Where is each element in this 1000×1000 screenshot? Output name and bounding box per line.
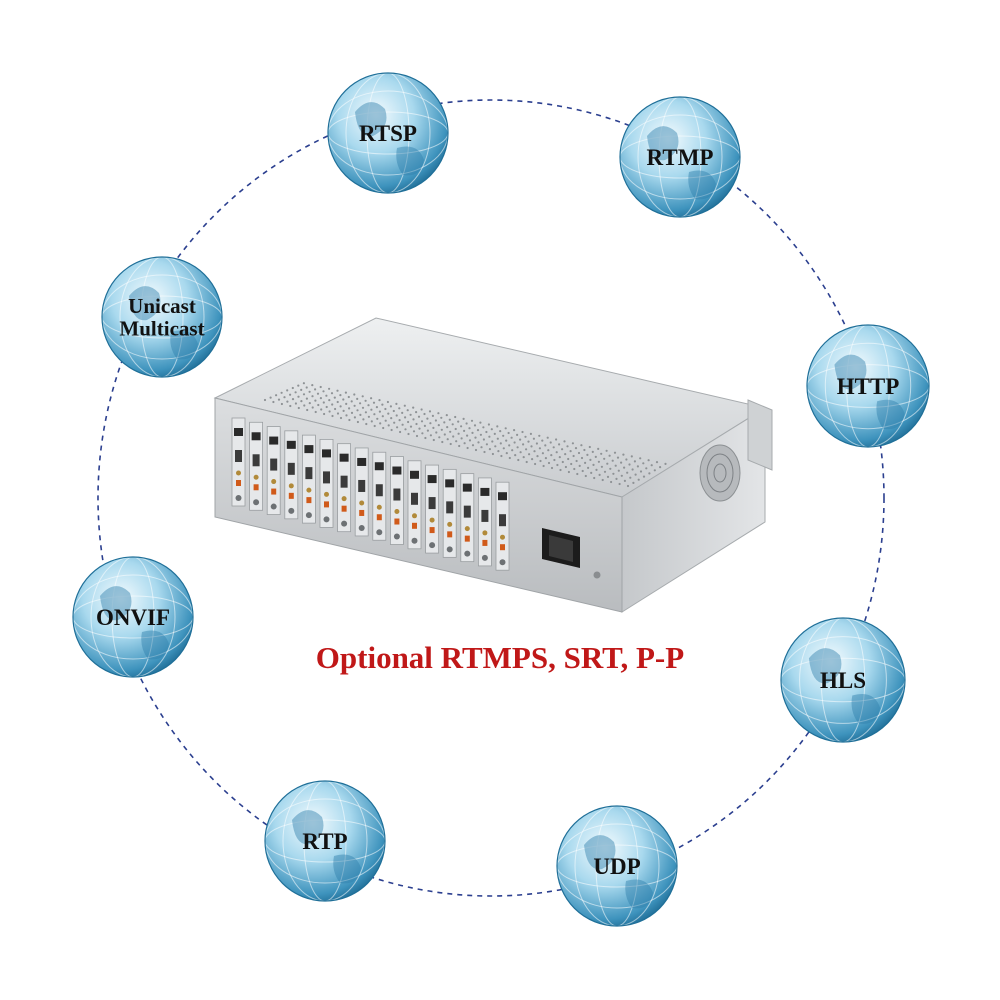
card-slot (495, 481, 510, 571)
globe-label-rtp: RTP (302, 829, 347, 854)
card-slot (266, 426, 281, 515)
card-slot (460, 473, 475, 563)
card-slot (249, 421, 264, 511)
card-slots (231, 417, 510, 571)
card-slot (407, 460, 422, 550)
globe-onvif: ONVIF (72, 556, 194, 678)
card-slot (477, 477, 492, 567)
globe-icon (72, 556, 194, 678)
globe-http: HTTP (806, 324, 930, 448)
card-slot (442, 468, 457, 558)
card-slot (425, 464, 440, 554)
card-slot (231, 417, 246, 507)
card-slot (372, 451, 387, 541)
globe-icon (780, 617, 906, 743)
globe-icon (806, 324, 930, 448)
encoder-chassis-icon (213, 317, 773, 613)
globe-rtp: RTP (264, 780, 386, 902)
globe-label-rtsp: RTSP (359, 121, 417, 146)
globe-label-rtmp: RTMP (647, 145, 714, 170)
connection-ring (97, 99, 885, 897)
card-slot (389, 456, 404, 545)
globe-label-http: HTTP (837, 374, 900, 399)
globe-icon (619, 96, 741, 218)
card-slot (354, 447, 369, 537)
globe-icon (264, 780, 386, 902)
globe-label-unicast-1: Unicast (128, 294, 196, 318)
globe-label-udp: UDP (593, 854, 640, 879)
card-slot (337, 443, 352, 533)
globe-icon (556, 805, 678, 927)
globe-label-unicast-2: Multicast (119, 317, 204, 341)
globe-label-onvif: ONVIF (96, 605, 170, 630)
power-socket-icon (542, 528, 601, 579)
card-slot (284, 430, 299, 520)
globe-rtmp: RTMP (619, 96, 741, 218)
fan-grille-icon (699, 444, 741, 502)
globe-icon (327, 72, 449, 194)
card-slot (301, 434, 316, 524)
vent-holes-icon (263, 382, 667, 488)
globe-rtsp: RTSP (327, 72, 449, 194)
globe-icon (101, 256, 223, 378)
globe-udp: UDP (556, 805, 678, 927)
optional-protocols-caption: Optional RTMPS, SRT, P-P (316, 640, 684, 675)
globe-label-hls: HLS (820, 668, 866, 693)
globe-hls: HLS (780, 617, 906, 743)
card-slot (319, 438, 334, 528)
